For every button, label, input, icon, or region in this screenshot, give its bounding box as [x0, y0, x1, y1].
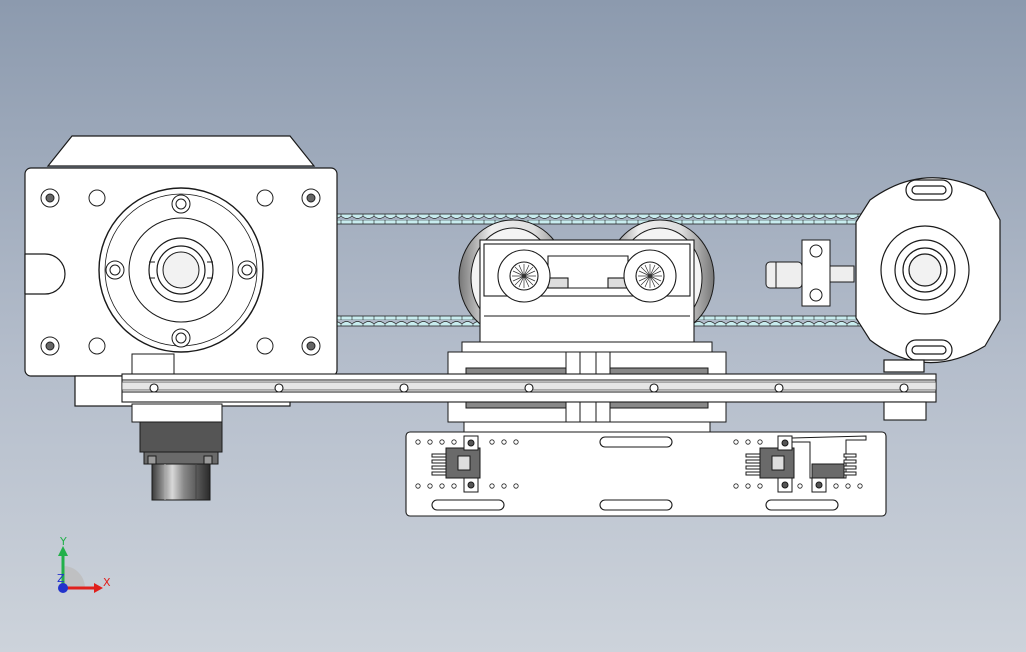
idler-housing[interactable] — [855, 177, 1001, 373]
linear-rail[interactable] — [121, 373, 937, 421]
plate-holes — [415, 439, 863, 489]
triad-y-label: Y — [59, 535, 67, 548]
coordinate-triad: Y X Z — [57, 535, 111, 593]
limit-sensor-right[interactable] — [745, 435, 795, 493]
triad-rotation-arc — [63, 566, 85, 588]
triad-z-axis — [58, 583, 68, 593]
motor-connector[interactable] — [131, 353, 223, 501]
carriage-base[interactable] — [447, 341, 727, 435]
housing-bolts — [40, 188, 321, 356]
triad-x-label: X — [103, 576, 111, 589]
sensor-flag-bracket[interactable] — [791, 435, 867, 493]
roller-hub-starbursts — [512, 264, 662, 288]
carriage-block[interactable] — [479, 239, 695, 351]
belt-tensioner[interactable] — [765, 239, 855, 307]
limit-sensor-left[interactable] — [431, 435, 481, 493]
drive-flange[interactable] — [98, 187, 264, 353]
triad-z-label: Z — [57, 572, 65, 585]
